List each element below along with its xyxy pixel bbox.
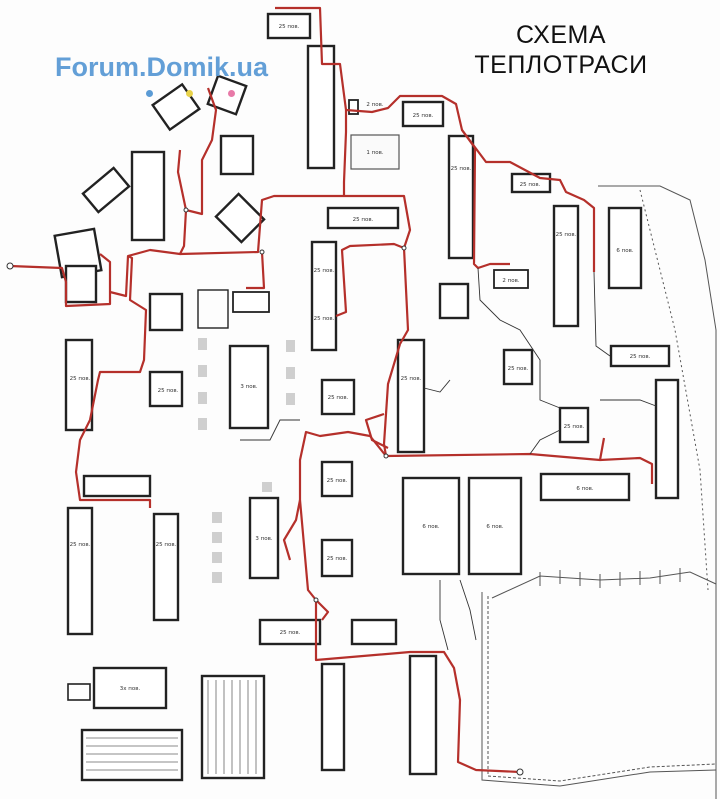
- label-b6: 25 пов.: [520, 182, 541, 188]
- label-b7: 2 пов.: [502, 278, 519, 284]
- building-central-tall: [310, 240, 338, 352]
- building-bottom-center: [200, 674, 266, 780]
- label-b16: 25 пов.: [328, 395, 349, 401]
- watermark-dot-pink: [228, 90, 235, 97]
- label-b14: 25 пов.: [158, 388, 179, 394]
- label-b20: 6 пов.: [486, 524, 503, 530]
- label-b28: 3 пов.: [255, 536, 272, 542]
- building-3x-storey-southwest: [92, 666, 168, 710]
- label-b25: 25 пов.: [327, 556, 348, 562]
- scheme-title-line-2: ТЕПЛОТРАСИ: [474, 51, 648, 79]
- label-b4: 1 пов.: [366, 150, 383, 156]
- building-top-tower: [266, 12, 312, 40]
- label-b9: 25 пов.: [556, 232, 577, 238]
- building-east-tall: [447, 134, 475, 260]
- parking-stalls: [198, 338, 295, 583]
- building-center-north-horizontal: [326, 206, 400, 230]
- building-north-east-block: [401, 100, 445, 128]
- building-6-storey-south-a: [401, 476, 461, 576]
- label-b12: 25 пов.: [314, 316, 335, 322]
- label-b3: 25 пов.: [413, 113, 434, 119]
- watermark-dot-yellow: [186, 90, 193, 97]
- hatching: [86, 680, 257, 774]
- building-3-storey-center: [228, 344, 270, 430]
- building-east-edge-tall: [654, 378, 680, 500]
- label-b15: 3 пов.: [240, 384, 257, 390]
- label-b23: 25 пов.: [630, 354, 651, 360]
- label-b5: 25 пов.: [353, 217, 374, 223]
- label-b13: 25 пов.: [70, 376, 91, 382]
- building-bottom-tall-a: [320, 662, 346, 772]
- label-b22: 25 пов.: [564, 424, 585, 430]
- building-west-tall: [64, 338, 94, 432]
- scheme-title: СХЕМА ТЕПЛОТРАСИ: [466, 20, 656, 80]
- feeder-lines: [240, 267, 657, 651]
- label-b2: 2 пов.: [366, 102, 383, 108]
- buildings: [53, 12, 680, 782]
- label-b10: 25 пов.: [451, 166, 472, 172]
- building-6-storey-south-b: [467, 476, 523, 576]
- heat-route: [9, 6, 654, 774]
- building-south-center-tall: [152, 512, 180, 622]
- site-boundary: [481, 185, 717, 799]
- building-3-storey-south: [248, 496, 280, 580]
- label-b27: 25 пов.: [156, 542, 177, 548]
- watermark-dot-blue: [146, 90, 153, 97]
- building-southwest-tall: [66, 506, 94, 636]
- label-b8: 6 пов.: [616, 248, 633, 254]
- label-b30: 3х пов.: [120, 686, 141, 692]
- label-b24: 25 пов.: [327, 478, 348, 484]
- label-b1: 25 пов.: [279, 24, 300, 30]
- building-6-storey-southeast: [539, 472, 631, 502]
- scheme-title-line-1: СХЕМА: [516, 21, 606, 49]
- label-b17: 25 пов.: [401, 376, 422, 382]
- building-labels: 25 пов. 2 пов. 25 пов. 1 пов. 25 пов. 25…: [70, 24, 651, 692]
- route-nodes: [6, 207, 524, 776]
- building-far-east-tall: [552, 204, 580, 328]
- label-b29: 25 пов.: [280, 630, 301, 636]
- building-6-storey-east: [607, 206, 643, 290]
- building-bottom-tall-b: [408, 654, 438, 776]
- label-b26: 25 пов.: [70, 542, 91, 548]
- watermark-logo: Forum.Domik.ua: [55, 52, 269, 82]
- label-b21: 25 пов.: [508, 366, 529, 372]
- building-center-east-tall: [396, 338, 426, 454]
- label-b19: 6 пов.: [422, 524, 439, 530]
- label-b11: 25 пов.: [314, 268, 335, 274]
- label-b18: 6 пов.: [576, 486, 593, 492]
- building-center-north-tall: [306, 44, 336, 170]
